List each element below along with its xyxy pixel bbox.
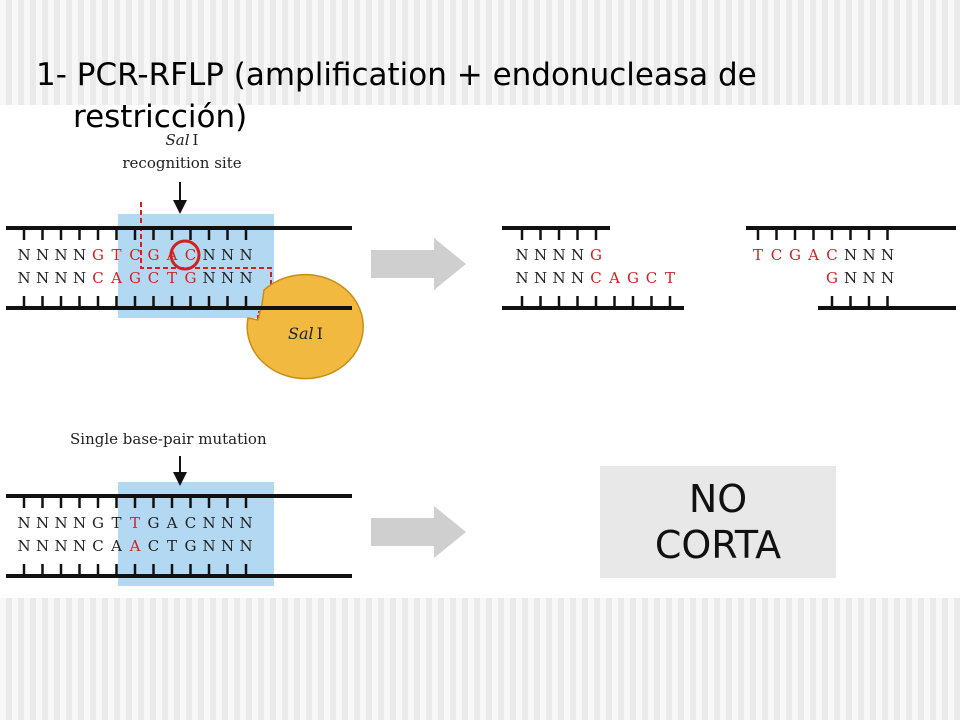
cut-base-circle bbox=[169, 239, 201, 271]
mutation-site-highlight bbox=[118, 482, 274, 586]
cut-right-base-top: C bbox=[826, 246, 837, 264]
mutation-dna-base-top: N bbox=[36, 514, 49, 532]
mutation-dna-base-bottom: T bbox=[167, 537, 177, 555]
right-arrow-bottom bbox=[371, 506, 466, 558]
mutation-dna-base-top: N bbox=[17, 514, 30, 532]
mutation-label: Single base-pair mutation bbox=[70, 430, 267, 448]
top-dna-base-bottom: N bbox=[202, 269, 215, 287]
top-dna-base-top: C bbox=[129, 246, 140, 264]
mutation-dna-base-top: A bbox=[166, 514, 178, 532]
top-dna-base-bottom: N bbox=[73, 269, 86, 287]
top-dna-base-top: N bbox=[54, 246, 67, 264]
slide-title-line1: 1- PCR-RFLP (amplification + endonucleas… bbox=[36, 57, 757, 93]
top-dna-base-bottom: N bbox=[17, 269, 30, 287]
cut-left-base-bottom: T bbox=[665, 269, 675, 287]
cut-left-base-bottom: N bbox=[534, 269, 547, 287]
mutation-dna-base-top: N bbox=[202, 514, 215, 532]
result-box: NO CORTA bbox=[600, 466, 836, 578]
cut-right-base-bottom: N bbox=[881, 269, 894, 287]
mutation-dna-base-top: C bbox=[185, 514, 196, 532]
top-dna-base-top: G bbox=[92, 246, 104, 264]
mutation-dna-base-bottom: N bbox=[36, 537, 49, 555]
mutation-dna-base-top: T bbox=[111, 514, 121, 532]
right-arrow-top bbox=[371, 238, 466, 290]
mutation-pointer-arrow bbox=[173, 456, 187, 486]
mutation-dna-base-bottom: N bbox=[73, 537, 86, 555]
cut-right-base-bottom: N bbox=[844, 269, 857, 287]
mutation-dna-base-bottom: A bbox=[110, 537, 122, 555]
mutation-dna-base-bottom: N bbox=[54, 537, 67, 555]
mutation-dna-base-bottom: A bbox=[129, 537, 141, 555]
top-dna-base-top: N bbox=[202, 246, 215, 264]
cut-right-base-top: T bbox=[753, 246, 763, 264]
top-dna-base-top: N bbox=[36, 246, 49, 264]
top-dna-base-top: C bbox=[185, 246, 196, 264]
mutation-dna-base-bottom: N bbox=[17, 537, 30, 555]
cut-right-base-top: A bbox=[807, 246, 819, 264]
mutation-dna-base-bottom: N bbox=[202, 537, 215, 555]
background-stripes-top bbox=[0, 0, 960, 105]
top-dna-base-bottom: C bbox=[148, 269, 159, 287]
cut-left-base-top: N bbox=[571, 246, 584, 264]
top-dna-base-bottom: N bbox=[36, 269, 49, 287]
cut-left-base-bottom: A bbox=[608, 269, 620, 287]
cut-right-base-top: G bbox=[789, 246, 801, 264]
slide-title-line2: restricción) bbox=[73, 99, 248, 135]
mutation-dna-base-bottom: N bbox=[239, 537, 252, 555]
mutation-dna-base-bottom: N bbox=[221, 537, 234, 555]
top-dna-base-top: N bbox=[17, 246, 30, 264]
top-dna-base-bottom: G bbox=[129, 269, 141, 287]
top-dna-base-bottom: N bbox=[54, 269, 67, 287]
cut-left-base-bottom: N bbox=[515, 269, 528, 287]
cut-left-base-bottom: N bbox=[552, 269, 565, 287]
top-dna-base-top: T bbox=[111, 246, 121, 264]
mutation-dna-base-top: T bbox=[130, 514, 140, 532]
top-dna-base-bottom: G bbox=[185, 269, 197, 287]
mutation-dna-base-top: G bbox=[92, 514, 104, 532]
mutation-dna-base-bottom: C bbox=[92, 537, 103, 555]
mutation-dna-base-top: G bbox=[148, 514, 160, 532]
cut-left-base-top: N bbox=[534, 246, 547, 264]
cut-right-base-top: N bbox=[862, 246, 875, 264]
cut-left-base-top: N bbox=[552, 246, 565, 264]
mutation-dna-base-top: N bbox=[221, 514, 234, 532]
recognition-site-highlight bbox=[118, 214, 274, 318]
top-dna-base-bottom: N bbox=[221, 269, 234, 287]
top-dna-base-top: N bbox=[239, 246, 252, 264]
mutation-dna-base-top: N bbox=[73, 514, 86, 532]
cut-right-base-bottom: N bbox=[862, 269, 875, 287]
site-pointer-arrow bbox=[173, 182, 187, 214]
cut-left-base-top: N bbox=[515, 246, 528, 264]
mutation-dna-base-bottom: C bbox=[148, 537, 159, 555]
background-stripes-bottom bbox=[0, 598, 960, 720]
cut-left-base-bottom: C bbox=[590, 269, 601, 287]
mutation-dna-base-top: N bbox=[239, 514, 252, 532]
mutation-dna-base-top: N bbox=[54, 514, 67, 532]
cut-left-base-bottom: N bbox=[571, 269, 584, 287]
top-dna-base-bottom: T bbox=[167, 269, 177, 287]
site-label-line2: recognition site bbox=[122, 154, 241, 172]
top-dna-base-bottom: C bbox=[92, 269, 103, 287]
cut-right-base-top: N bbox=[881, 246, 894, 264]
result-text: NO CORTA bbox=[654, 477, 782, 567]
mutation-dna-base-bottom: G bbox=[185, 537, 197, 555]
slide-title: 1- PCR-RFLP (amplification + endonucleas… bbox=[36, 54, 936, 138]
cut-left-base-bottom: C bbox=[646, 269, 657, 287]
top-dna-base-bottom: N bbox=[239, 269, 252, 287]
cut-right-base-bottom: G bbox=[826, 269, 838, 287]
cut-left-base-top: G bbox=[590, 246, 602, 264]
top-dna-base-top: G bbox=[148, 246, 160, 264]
cut-left-base-bottom: G bbox=[627, 269, 639, 287]
cut-right-base-top: C bbox=[771, 246, 782, 264]
top-dna-base-top: N bbox=[221, 246, 234, 264]
top-dna-base-bottom: A bbox=[110, 269, 122, 287]
cut-right-base-top: N bbox=[844, 246, 857, 264]
top-dna-base-top: N bbox=[73, 246, 86, 264]
